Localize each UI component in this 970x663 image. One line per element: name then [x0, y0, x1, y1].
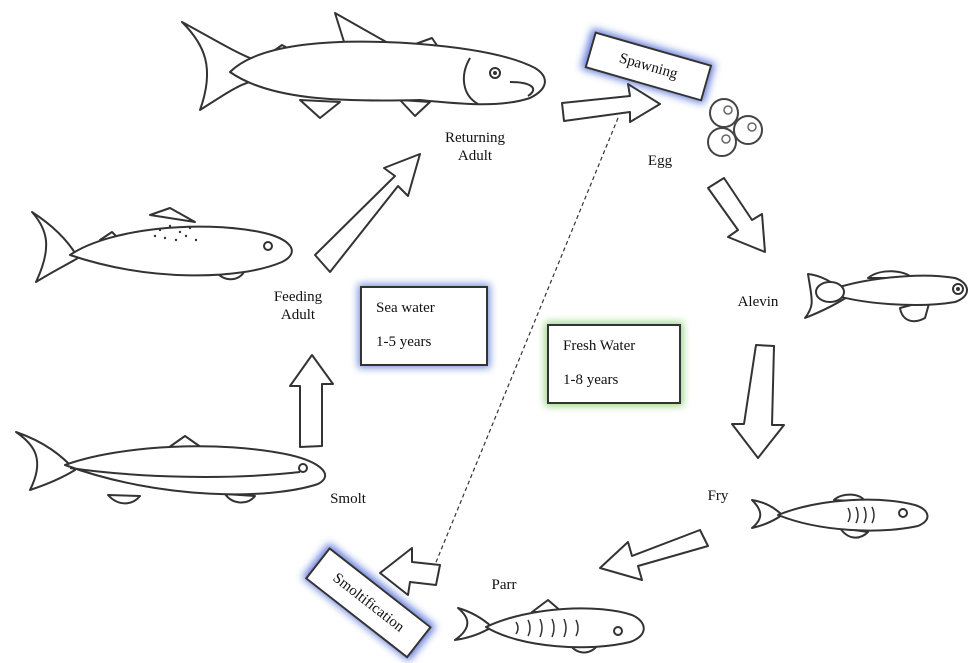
- arrow-parr-to-smoltification: [380, 548, 440, 595]
- egg-cluster: [708, 99, 762, 156]
- returning-adult-label: Returning Adult: [420, 129, 530, 165]
- fresh-water-title: Fresh Water: [563, 338, 635, 355]
- arrow-alevin-to-fry: [732, 345, 784, 458]
- egg-label: Egg: [640, 152, 680, 170]
- arrow-fry-to-parr: [600, 530, 708, 580]
- alevin-label: Alevin: [728, 293, 788, 311]
- arrow-smolt-to-feeding: [290, 355, 333, 447]
- sea-water-title: Sea water: [376, 300, 435, 317]
- feeding-adult-fish: [32, 208, 292, 282]
- parr-label: Parr: [484, 576, 524, 594]
- feeding-adult-label: Feeding Adult: [258, 288, 338, 324]
- sea-water-duration: 1-5 years: [376, 334, 431, 351]
- smolt-fish: [16, 432, 325, 503]
- smolt-label: Smolt: [322, 490, 374, 508]
- arrow-feeding-to-returning: [315, 154, 420, 272]
- sea-water-box: Sea water 1-5 years: [360, 286, 488, 366]
- parr-fish: [455, 600, 644, 653]
- returning-adult-fish: [182, 13, 545, 118]
- fresh-water-box: Fresh Water 1-8 years: [547, 324, 681, 404]
- fry-label: Fry: [700, 487, 736, 505]
- arrow-returning-to-spawning: [562, 84, 660, 122]
- arrow-egg-to-alevin: [708, 178, 765, 252]
- alevin-fish: [805, 271, 967, 321]
- fresh-water-duration: 1-8 years: [563, 372, 618, 389]
